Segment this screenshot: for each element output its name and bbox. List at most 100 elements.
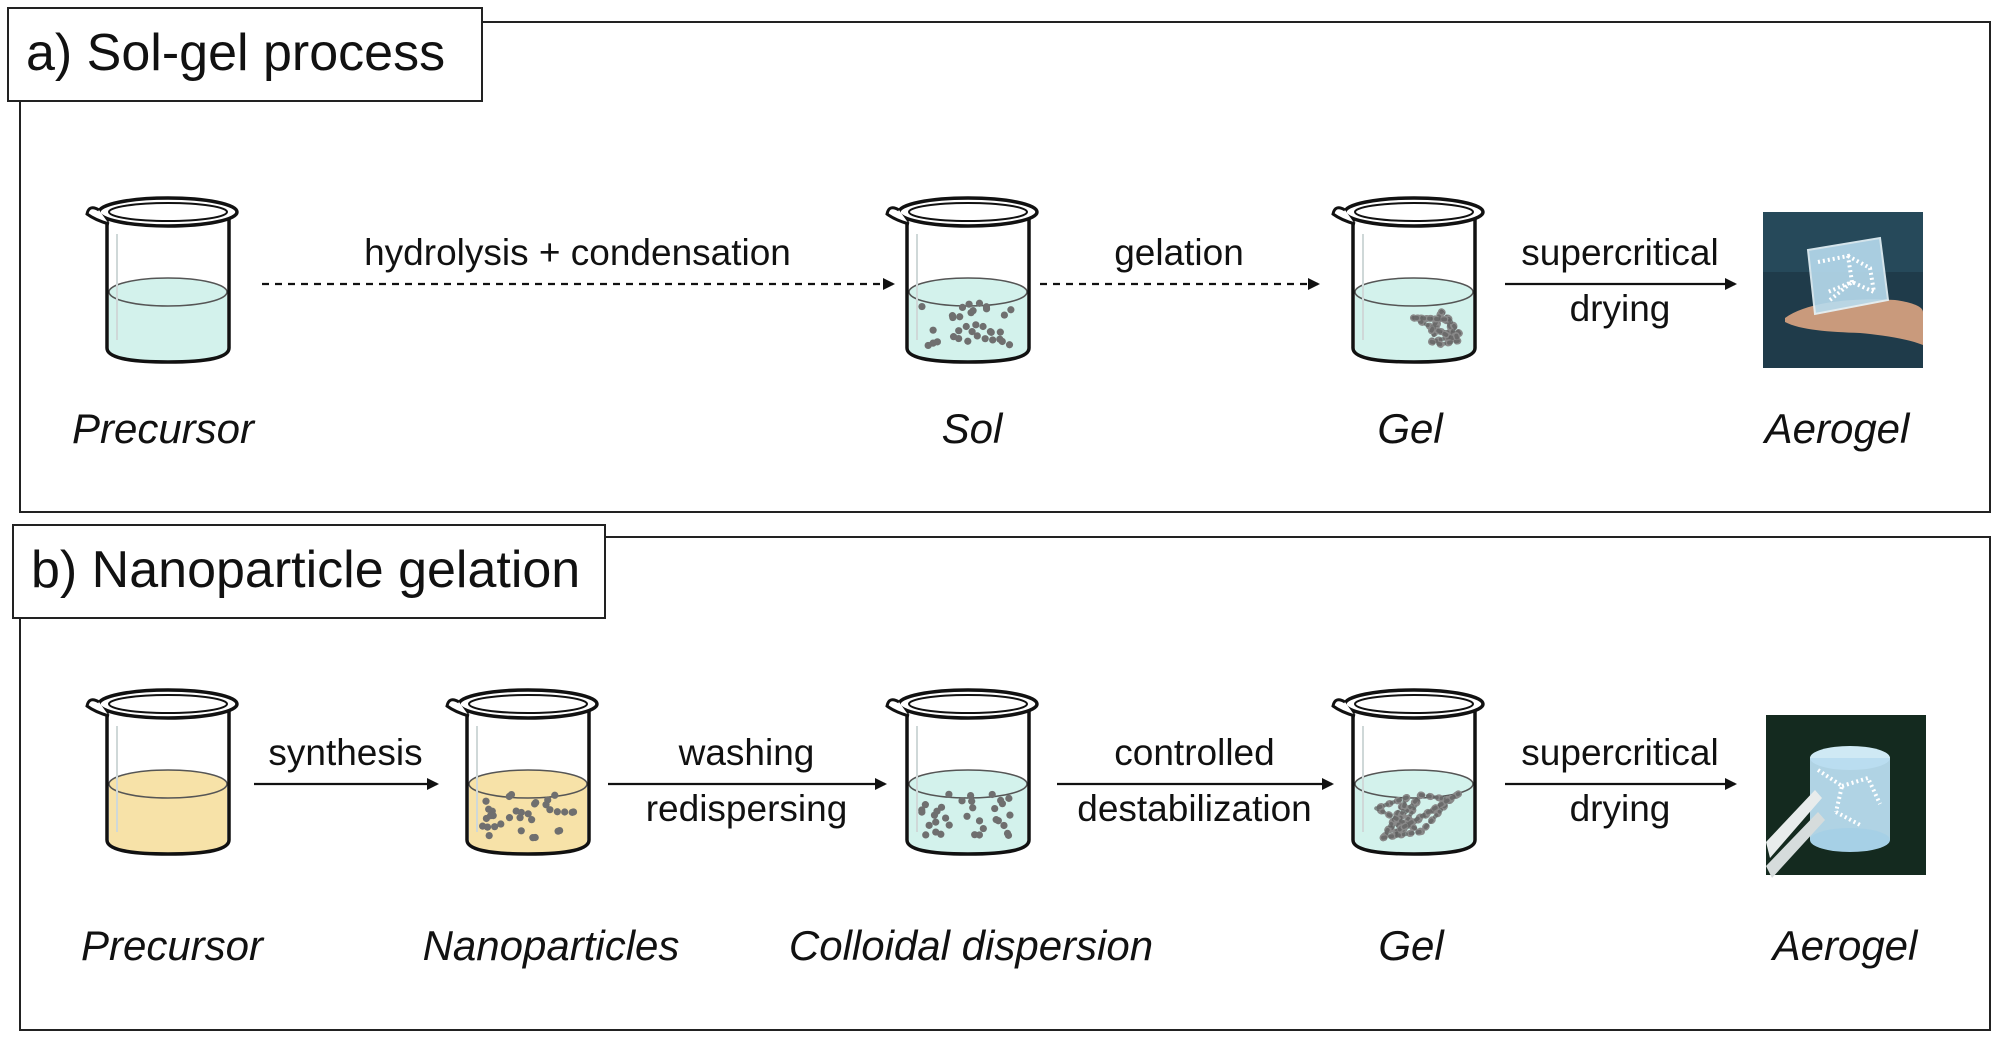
particle-dot bbox=[968, 328, 976, 336]
process-arrow: hydrolysis + condensation bbox=[262, 232, 895, 290]
particle-dot bbox=[482, 797, 490, 805]
particle-dot bbox=[945, 790, 953, 798]
particle-dot bbox=[933, 338, 941, 346]
arrow-label: redispersing bbox=[646, 788, 848, 829]
panel-a-title: a) Sol-gel process bbox=[26, 24, 445, 82]
particle-dot bbox=[969, 804, 977, 812]
liquid-surface bbox=[1354, 277, 1474, 307]
particle-dot bbox=[979, 322, 987, 331]
beaker-liquid bbox=[109, 784, 227, 854]
particle-dot bbox=[937, 830, 945, 838]
particle-dot bbox=[998, 800, 1006, 808]
process-arrow: synthesis bbox=[254, 732, 439, 790]
particle-dot bbox=[933, 807, 941, 815]
particle-dot bbox=[989, 336, 997, 344]
beaker-rim-inner bbox=[1354, 694, 1474, 714]
particle-dot bbox=[992, 816, 1000, 824]
particle-dot bbox=[551, 791, 559, 799]
liquid-surface bbox=[468, 769, 588, 799]
particle-dot bbox=[972, 321, 980, 329]
panel-a: a) Sol-gel process hydrolysis + condensa… bbox=[7, 7, 1991, 513]
particle-dot bbox=[1000, 311, 1008, 319]
particle-dot bbox=[975, 299, 984, 307]
particle-dot bbox=[965, 300, 973, 308]
liquid-surface bbox=[1354, 769, 1474, 799]
particle-dot bbox=[528, 816, 536, 824]
arrow-label: supercritical bbox=[1521, 232, 1718, 273]
particle-dot bbox=[524, 810, 532, 818]
beaker-spout bbox=[885, 206, 910, 226]
particle-dot bbox=[924, 341, 932, 350]
particle-dot bbox=[964, 337, 972, 345]
gel-network-beads bbox=[1411, 315, 1448, 322]
particle-dot bbox=[958, 303, 967, 312]
aerogel-bottom bbox=[1810, 828, 1890, 852]
tweezer-arm-bottom bbox=[1766, 812, 1825, 878]
particle-dot bbox=[955, 334, 963, 343]
beaker-spout bbox=[1331, 206, 1356, 226]
particle-dot bbox=[979, 824, 987, 833]
particle-dot bbox=[1004, 831, 1013, 839]
particle-dot bbox=[512, 807, 520, 815]
stage-label: Sol bbox=[942, 405, 1004, 452]
particle-dot bbox=[958, 797, 966, 805]
liquid-surface bbox=[108, 769, 228, 799]
glass-beaker-icon bbox=[445, 688, 599, 856]
particle-dot bbox=[918, 808, 926, 816]
particle-dot bbox=[505, 814, 514, 822]
stage-label: Nanoparticles bbox=[423, 922, 680, 969]
particle-dot bbox=[948, 312, 957, 320]
particle-dot bbox=[969, 307, 977, 315]
particle-dot bbox=[485, 805, 493, 813]
stage-label: Aerogel bbox=[1770, 922, 1919, 969]
particle-dot bbox=[1007, 306, 1015, 314]
aerogel-block bbox=[1806, 236, 1890, 316]
beaker-outline bbox=[905, 706, 1031, 856]
particle-dot bbox=[1005, 794, 1013, 802]
particle-dot bbox=[987, 328, 995, 336]
glass-beaker-icon bbox=[1331, 196, 1485, 364]
particle-dot bbox=[483, 823, 492, 831]
beaker-rim-inner bbox=[108, 202, 228, 222]
particle-dot bbox=[925, 821, 933, 829]
arrow-label: destabilization bbox=[1077, 788, 1311, 829]
particle-dot bbox=[998, 337, 1006, 346]
process-arrow: gelation bbox=[1040, 232, 1320, 290]
particle-dot bbox=[991, 804, 999, 813]
particle-dot bbox=[922, 831, 930, 839]
particle-dot bbox=[975, 817, 984, 825]
beaker-outline bbox=[905, 214, 1031, 364]
beaker-spout bbox=[85, 698, 110, 718]
particle-dot bbox=[962, 322, 970, 331]
gel-network-beads bbox=[1429, 339, 1443, 347]
particle-dot bbox=[968, 797, 976, 805]
particle-dot bbox=[982, 305, 991, 313]
beaker-rim-inner bbox=[108, 694, 228, 714]
gel-network-beads bbox=[1401, 791, 1461, 829]
particle-dot bbox=[981, 335, 989, 343]
beaker-rim-inner bbox=[1354, 202, 1474, 222]
aerogel-network-pattern bbox=[1817, 253, 1876, 302]
particle-dot bbox=[561, 808, 569, 816]
stage-label: Precursor bbox=[72, 405, 256, 452]
stage-label: Colloidal dispersion bbox=[789, 922, 1153, 969]
gel-network-beads bbox=[1374, 806, 1424, 834]
particle-dot bbox=[956, 313, 964, 321]
stage-label: Precursor bbox=[81, 922, 265, 969]
particle-dot bbox=[1000, 821, 1008, 830]
arrow-label: synthesis bbox=[268, 732, 422, 773]
aerogel-on-hand-photo bbox=[1763, 212, 1923, 368]
glass-beaker-icon bbox=[85, 688, 239, 856]
beaker-spout bbox=[1331, 698, 1356, 718]
liquid-surface bbox=[108, 277, 228, 307]
gel-network-beads bbox=[1446, 316, 1462, 336]
beaker-spout bbox=[445, 698, 470, 718]
beaker-spout bbox=[885, 698, 910, 718]
particle-dot bbox=[1005, 341, 1014, 349]
